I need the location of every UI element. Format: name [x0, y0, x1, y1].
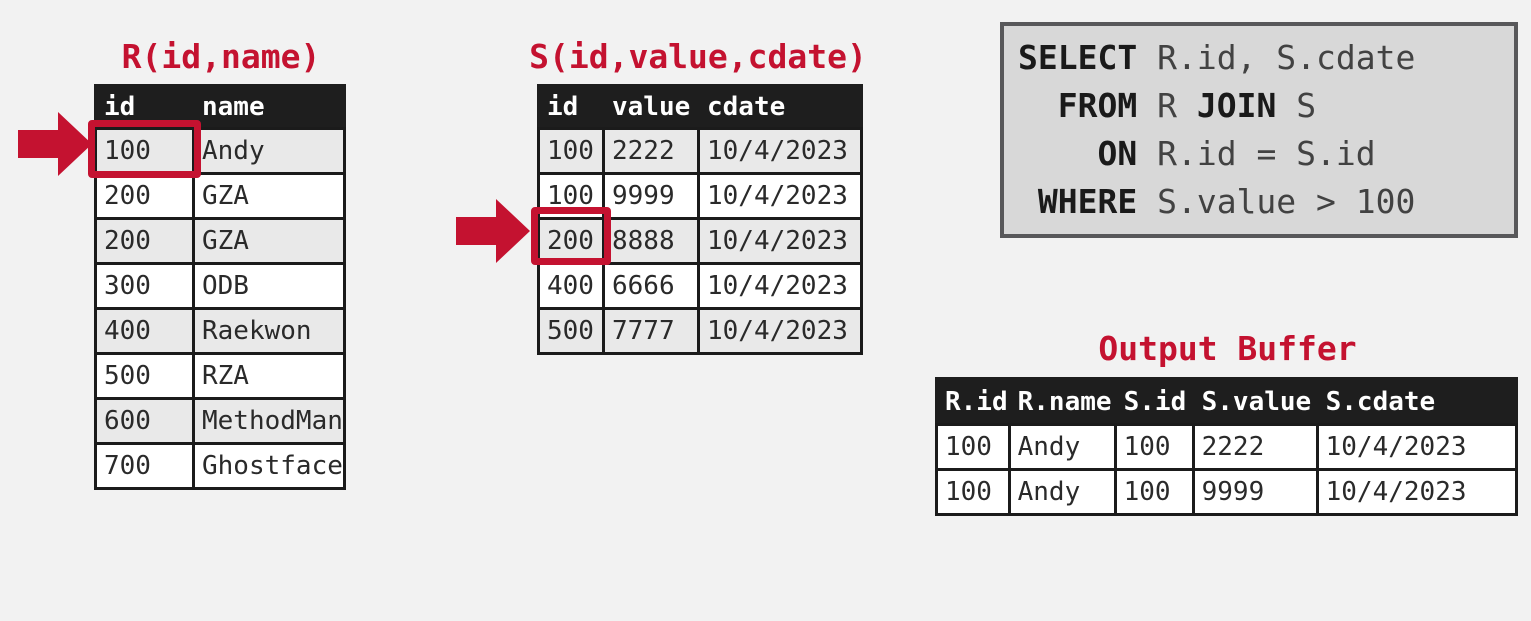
column-header: id: [537, 84, 605, 130]
sql-line: FROM R JOIN S: [1018, 82, 1500, 130]
table-cell: 400: [537, 262, 605, 310]
s-table-title: S(id,value,cdate): [529, 37, 867, 76]
sql-text: S.value > 100: [1137, 182, 1416, 221]
table-cell: 2222: [1191, 423, 1319, 471]
column-header: R.id: [935, 377, 1011, 426]
table-cell: ODB: [192, 262, 346, 310]
table-cell: 100: [1113, 468, 1195, 516]
s-cursor-arrow-icon: [456, 199, 530, 263]
table-cell: 10/4/2023: [697, 172, 863, 220]
r-cursor-arrow-icon: [18, 112, 92, 176]
table-cell: Raekwon: [192, 307, 346, 355]
table-cell: 6666: [602, 262, 700, 310]
table-cell: 200: [94, 217, 195, 265]
sql-line: SELECT R.id, S.cdate: [1018, 34, 1500, 82]
column-header: S.id: [1113, 377, 1195, 426]
column-header: R.name: [1007, 377, 1117, 426]
sql-text: R.id, S.cdate: [1137, 38, 1416, 77]
table-cell: 10/4/2023: [697, 307, 863, 355]
table-cell: GZA: [192, 172, 346, 220]
sql-text: [1018, 182, 1038, 221]
sql-keyword: WHERE: [1037, 182, 1138, 221]
r-highlight-box: [88, 120, 201, 178]
output-buffer-title: Output Buffer: [1098, 329, 1357, 368]
column-header: value: [602, 84, 700, 130]
table-cell: 700: [94, 442, 195, 490]
table-cell: 10/4/2023: [697, 127, 863, 175]
table-cell: 9999: [602, 172, 700, 220]
table-cell: 100: [935, 423, 1011, 471]
s-highlight-box: [531, 207, 611, 265]
table-cell: GZA: [192, 217, 346, 265]
table-cell: 10/4/2023: [697, 217, 863, 265]
sql-keyword: JOIN: [1196, 86, 1277, 125]
table-cell: 100: [1113, 423, 1195, 471]
sql-text: [1018, 134, 1097, 173]
table-cell: 200: [537, 217, 605, 265]
sql-keyword: ON: [1097, 134, 1138, 173]
table-cell: Andy: [1007, 423, 1117, 471]
table-cell: 8888: [602, 217, 700, 265]
column-header: name: [192, 84, 346, 130]
r-table-title: R(id,name): [121, 37, 321, 76]
column-header: cdate: [697, 84, 863, 130]
column-header: S.cdate: [1315, 377, 1518, 426]
sql-keyword: FROM: [1057, 86, 1138, 125]
table-cell: 500: [94, 352, 195, 400]
table-cell: 100: [537, 127, 605, 175]
table-cell: 10/4/2023: [1315, 468, 1518, 516]
sql-query-box: SELECT R.id, S.cdate FROM R JOIN S ON R.…: [1000, 22, 1518, 238]
table-cell: Andy: [1007, 468, 1117, 516]
sql-text: [1018, 86, 1058, 125]
table-cell: 600: [94, 397, 195, 445]
table-cell: 9999: [1191, 468, 1319, 516]
table-cell: MethodMan: [192, 397, 346, 445]
table-cell: 400: [94, 307, 195, 355]
table-cell: 10/4/2023: [697, 262, 863, 310]
table-cell: Ghostface: [192, 442, 346, 490]
column-header: S.value: [1191, 377, 1319, 426]
table-cell: 300: [94, 262, 195, 310]
table-cell: RZA: [192, 352, 346, 400]
table-cell: 200: [94, 172, 195, 220]
sql-text: S: [1276, 86, 1317, 125]
table-cell: 10/4/2023: [1315, 423, 1518, 471]
table-cell: Andy: [192, 127, 346, 175]
sql-keyword: SELECT: [1018, 38, 1138, 77]
table-cell: 100: [935, 468, 1011, 516]
sql-line: WHERE S.value > 100: [1018, 178, 1500, 226]
sql-text: R: [1137, 86, 1197, 125]
table-cell: 7777: [602, 307, 700, 355]
sql-text: R.id = S.id: [1137, 134, 1376, 173]
table-cell: 500: [537, 307, 605, 355]
table-cell: 2222: [602, 127, 700, 175]
sql-line: ON R.id = S.id: [1018, 130, 1500, 178]
